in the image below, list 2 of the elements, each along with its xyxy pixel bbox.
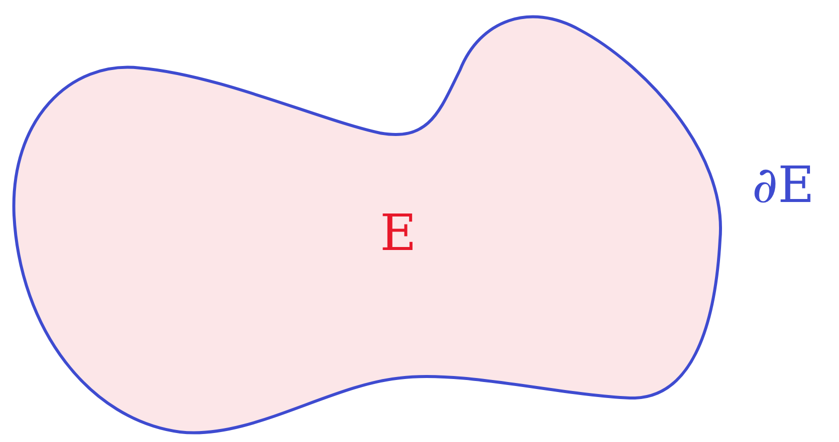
region-label: E <box>380 208 416 258</box>
boundary-label: ∂E <box>752 160 814 210</box>
